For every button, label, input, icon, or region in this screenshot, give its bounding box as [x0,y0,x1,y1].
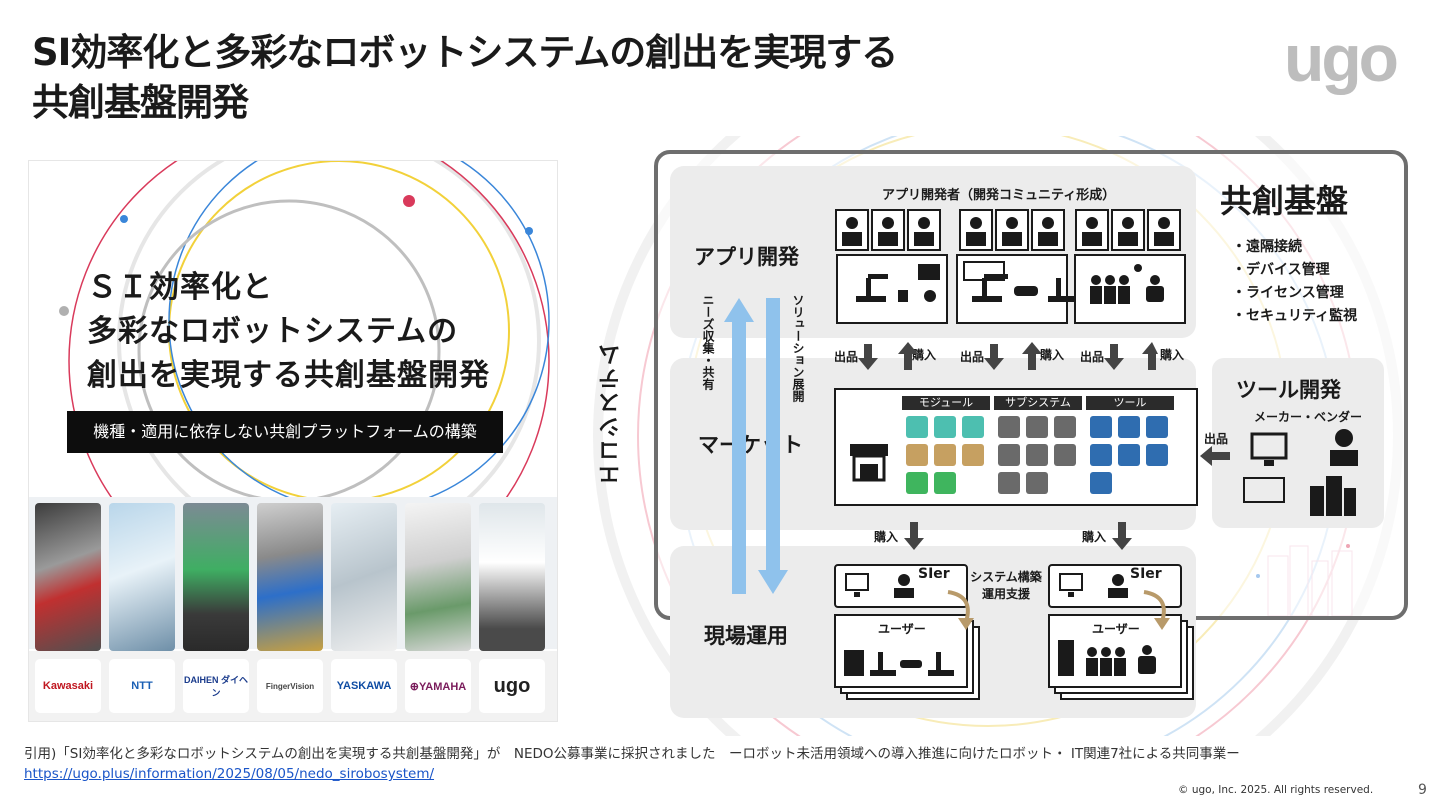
system-build-label: システム構築 運用支援 [966,568,1046,602]
solution-label: ソリューション展開 [791,294,805,402]
partner-logo-fingervision: FingerVision [257,659,323,713]
sell-label-tool: 出品 [1204,432,1229,446]
citation-text: 引用)「SI効率化と多彩なロボットシステムの創出を実現する共創基盤開発」が NE… [24,746,1240,762]
system-build-line1: システム構築 [970,570,1042,584]
store-icon [850,444,888,482]
panel-subtitle: 機種・適用に依存しない共創プラットフォームの構築 [67,411,503,453]
app-dev-header: アプリ開発者（開発コミュニティ形成） [882,188,1116,203]
buy-label-4: 購入 [874,530,899,544]
sell-label-1: 出品 [834,350,859,364]
kyoso-feature: ・遠隔接続 [1232,239,1302,255]
needs-up-arrow [724,298,754,594]
project-image-panel: ＳＩ効率化と 多彩なロボットシステムの 創出を実現する共創基盤開発 機種・適用に… [28,160,558,722]
ecosystem-diagram: エコシステム アプリ開発 マーケット 現場運用 ニーズ収集・共有 ソリューション… [568,136,1420,736]
market-label: マーケット [698,433,803,457]
market-col-tool: ツール [1086,396,1174,410]
robot-photo [405,503,471,651]
partner-logos: Kawasaki NTT DAIHEN ダイヘン FingerVision YA… [29,651,557,721]
tool-sell-arrow [1200,446,1230,466]
market-col-subsystem: サブシステム [994,396,1082,410]
partner-logo-kawasaki: Kawasaki [35,659,101,713]
page-number: 9 [1418,782,1427,798]
needs-label: ニーズ収集・共有 [701,294,715,390]
panel-heading-line2: 多彩なロボットシステムの [87,314,459,349]
partner-logo-ugo: ugo [479,659,545,713]
sier-label-1: SIer [918,566,950,582]
market-tiles [906,416,1168,494]
kyoso-feature-list: ・遠隔接続 ・デバイス管理 ・ライセンス管理 ・セキュリティ監視 [1232,236,1357,328]
tool-dev-label: ツール開発 [1236,378,1341,402]
buy-down-arrows [904,522,1132,550]
tool-dev-sub: メーカー・ベンダー [1254,410,1363,424]
slide-title: SI効率化と多彩なロボットシステムの創出を実現する 共創基盤開発 [32,28,898,128]
support-curve-arrows [947,590,1170,630]
robot-photo [331,503,397,651]
sell-buy-arrows [858,342,1158,370]
ugo-logo: ugo [1284,21,1399,95]
panel-heading: ＳＩ効率化と 多彩なロボットシステムの 創出を実現する共創基盤開発 [87,266,490,398]
sier-label-2: SIer [1130,566,1162,582]
buy-label-3: 購入 [1160,348,1185,362]
kyoso-feature: ・セキュリティ監視 [1232,308,1358,324]
system-build-line2: 運用支援 [981,587,1030,601]
robot-photo [109,503,175,651]
solution-down-arrow [758,298,788,594]
user-label-2: ユーザー [1092,622,1140,636]
partner-logo-yaskawa: YASKAWA [331,659,397,713]
market-col-module: モジュール [902,396,990,410]
robot-photo [257,503,323,651]
user-label-1: ユーザー [878,622,926,636]
robot-photo [479,503,545,651]
decorative-circles [59,161,550,501]
sell-label-3: 出品 [1080,350,1105,364]
robot-photo [183,503,249,651]
panel-heading-line1: ＳＩ効率化と [87,270,273,305]
partner-logo-ntt: NTT [109,659,175,713]
developer-icons [835,209,1181,251]
kyoso-feature: ・デバイス管理 [1232,262,1330,278]
slide-title-line1: SI効率化と多彩なロボットシステムの創出を実現する [32,31,898,74]
copyright: © ugo, Inc. 2025. All rights reserved. [1178,784,1374,796]
robot-photo-strip [29,497,557,651]
slide-title-line2: 共創基盤開発 [32,81,249,124]
sier-icons [845,573,1128,598]
buy-label-5: 購入 [1082,530,1107,544]
kyoso-platform-title: 共創基盤 [1220,182,1349,220]
sier-box-1 [834,564,968,608]
ecosystem-label: エコシステム [599,342,624,486]
sell-label-2: 出品 [960,350,985,364]
citation-link[interactable]: https://ugo.plus/information/2025/08/05/… [24,766,435,782]
robot-photo [35,503,101,651]
app-dev-label: アプリ開発 [694,245,799,269]
user-illustrations [844,640,1156,676]
app-illustrations [856,261,1164,304]
citation: 引用)「SI効率化と多彩なロボットシステムの創出を実現する共創基盤開発」が NE… [24,744,1240,784]
buy-label-2: 購入 [1040,348,1065,362]
panel-heading-line3: 創出を実現する共創基盤開発 [87,358,490,393]
partner-logo-daihen: DAIHEN ダイヘン [183,659,249,713]
app-box-2 [956,254,1068,324]
buy-label-1: 購入 [912,348,937,362]
field-label: 現場運用 [704,624,788,648]
tool-dev-icons [1243,429,1358,516]
partner-logo-yamaha: ⊕YAMAHA [405,659,471,713]
kyoso-feature: ・ライセンス管理 [1232,285,1344,301]
